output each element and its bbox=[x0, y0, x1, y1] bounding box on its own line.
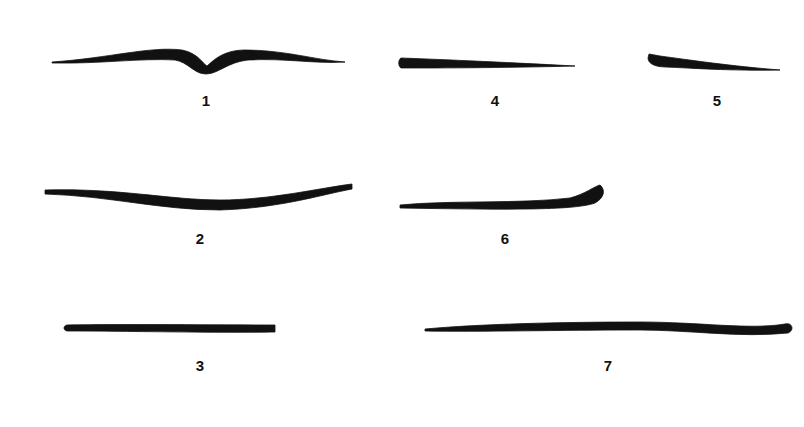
brush-stroke bbox=[400, 185, 603, 209]
brush-stroke bbox=[45, 184, 352, 210]
callout-number: 1 bbox=[202, 93, 210, 108]
brush-stroke bbox=[64, 325, 275, 333]
callout-number: 7 bbox=[604, 358, 612, 373]
brush-stroke bbox=[425, 322, 792, 335]
callout-number: 3 bbox=[196, 358, 204, 373]
brush-stroke bbox=[52, 49, 345, 74]
brush-stroke bbox=[399, 58, 575, 68]
callout-number: 2 bbox=[196, 231, 204, 246]
callout-number: 4 bbox=[491, 93, 499, 108]
brush-stroke bbox=[648, 54, 780, 70]
callout-number: 5 bbox=[713, 93, 721, 108]
callout-number: 6 bbox=[501, 231, 509, 246]
